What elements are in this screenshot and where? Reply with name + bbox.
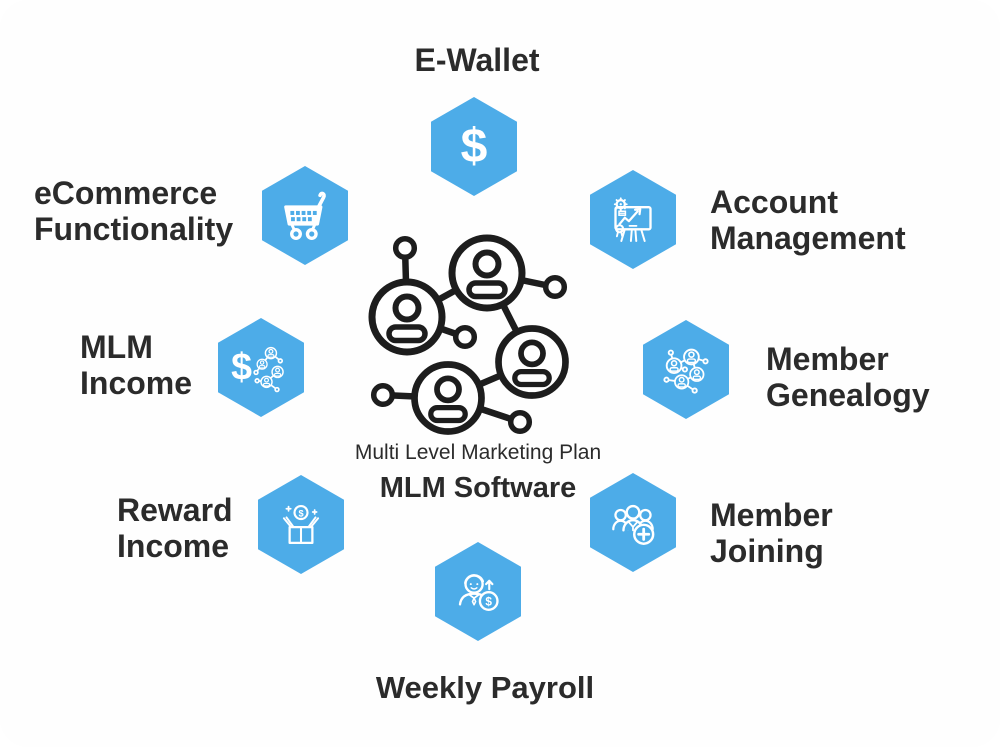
label-mlm-income: MLM Income — [80, 329, 193, 401]
svg-text:$: $ — [298, 508, 303, 518]
label-ecommerce-functionality: eCommerce Functionality — [34, 175, 234, 247]
label-reward-income: Reward Income — [117, 492, 233, 564]
hexagon-account-management — [590, 170, 676, 269]
hexagon-reward-income: $ — [258, 475, 344, 574]
reward-box-icon: $ — [282, 504, 320, 544]
member-network-icon — [663, 348, 709, 394]
people-network-icon — [355, 228, 575, 443]
hexagon-e-wallet: $ — [431, 97, 517, 196]
label-e-wallet: E-Wallet — [414, 42, 540, 78]
center-title: MLM Software — [379, 472, 577, 504]
center-caption: Multi Level Marketing Plan — [354, 441, 602, 464]
presentation-chart-icon — [613, 196, 652, 242]
hexagon-weekly-payroll: $ — [435, 542, 521, 641]
dollar-network-icon: $ — [231, 346, 284, 393]
hexagon-mlm-income: $ — [218, 318, 304, 417]
payroll-growth-icon: $ — [458, 573, 499, 611]
add-member-icon — [612, 504, 655, 545]
shopping-cart-icon — [284, 191, 326, 240]
label-weekly-payroll: Weekly Payroll — [375, 670, 595, 705]
svg-text:$: $ — [485, 594, 492, 608]
label-member-genealogy: Member Genealogy — [766, 341, 930, 413]
dollar-icon: $ — [460, 119, 488, 173]
hexagon-ecommerce — [262, 166, 348, 265]
svg-text:$: $ — [231, 346, 252, 388]
hexagon-member-genealogy — [643, 320, 729, 419]
label-account-management: Account Management — [710, 184, 906, 256]
label-member-joining: Member Joining — [710, 497, 833, 569]
